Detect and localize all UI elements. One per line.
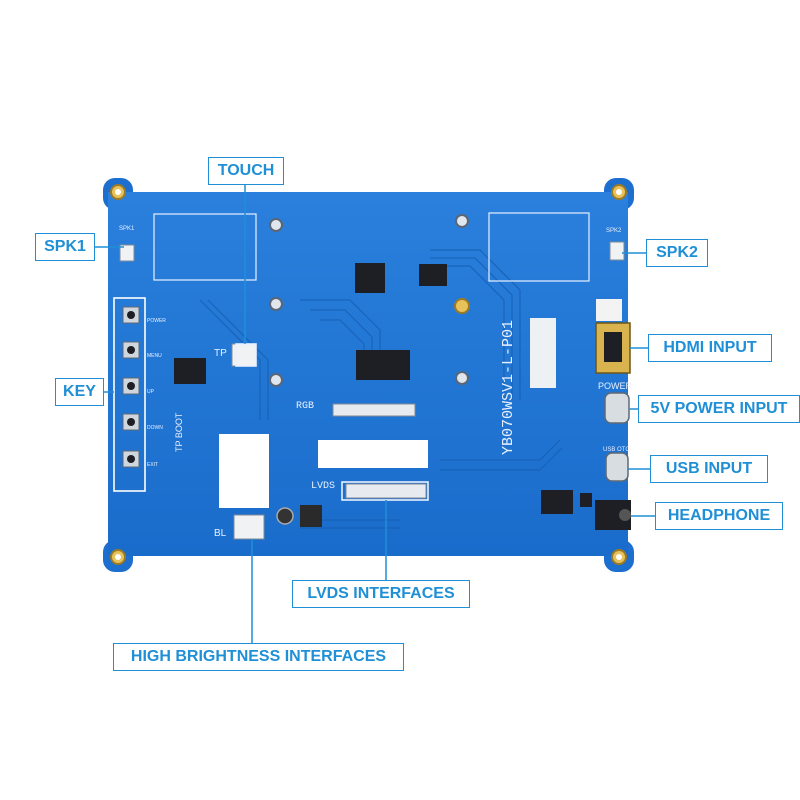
usb-input-connector: [605, 452, 629, 482]
callout-brightness: HIGH BRIGHTNESS INTERFACES: [113, 643, 404, 671]
silk-usb: USB OTG: [603, 447, 630, 453]
silk-tp-boot: TP BOOT: [174, 412, 184, 452]
callout-usb: USB INPUT: [650, 455, 768, 483]
lvds-fpc-connector: [345, 483, 427, 499]
silkscreen-text: SPK1 SPK2 POWER USB OTG RGB LVDS BL TP T…: [119, 226, 633, 539]
silk-rgb: RGB: [296, 401, 314, 412]
callout-spk1: SPK1: [35, 233, 95, 261]
touch-pad-area: [153, 213, 257, 281]
board-cutout-left: [219, 434, 269, 508]
key-buttons: [122, 306, 140, 468]
callout-highlights: [113, 297, 429, 501]
silk-key-exit: EXIT: [147, 462, 158, 468]
qr-sticker: [596, 299, 622, 321]
silk-spk1: SPK1: [119, 226, 135, 232]
usbc-power-connector: [604, 392, 630, 424]
silk-bl: BL: [214, 528, 227, 539]
label-sticker: [530, 318, 556, 388]
hdmi-port-opening: [604, 332, 622, 362]
silk-lvds: LVDS: [311, 481, 335, 492]
silk-key-up: UP: [147, 389, 155, 395]
mounting-holes: [110, 184, 627, 565]
spk2-connector: [609, 241, 625, 261]
spk2-pad-area: [488, 212, 590, 282]
silk-key-power: POWER: [147, 318, 166, 324]
silk-key-down: DOWN: [147, 425, 163, 431]
callout-headphone: HEADPHONE: [655, 502, 783, 530]
silk-power: POWER: [598, 381, 633, 391]
silk-tp: TP: [214, 348, 227, 359]
callout-touch: TOUCH: [208, 157, 284, 185]
callout-key: KEY: [55, 378, 104, 406]
silk-key-menu: MENU: [147, 353, 162, 359]
callout-lvds: LVDS INTERFACES: [292, 580, 470, 608]
callout-power: 5V POWER INPUT: [638, 395, 800, 423]
callout-spk2: SPK2: [646, 239, 708, 267]
spk1-connector: [119, 244, 135, 262]
ic-chips: [174, 263, 592, 527]
callout-hdmi: HDMI INPUT: [648, 334, 772, 362]
silk-spk2: SPK2: [606, 228, 622, 234]
rgb-fpc-connector: [332, 403, 416, 417]
bl-connector: [233, 514, 265, 540]
board-model-text: YB070WSV1-L-P01: [500, 320, 517, 455]
board-cutout-center: [318, 440, 428, 468]
leader-lines: [95, 185, 655, 643]
headphone-jack-opening: [619, 509, 631, 521]
